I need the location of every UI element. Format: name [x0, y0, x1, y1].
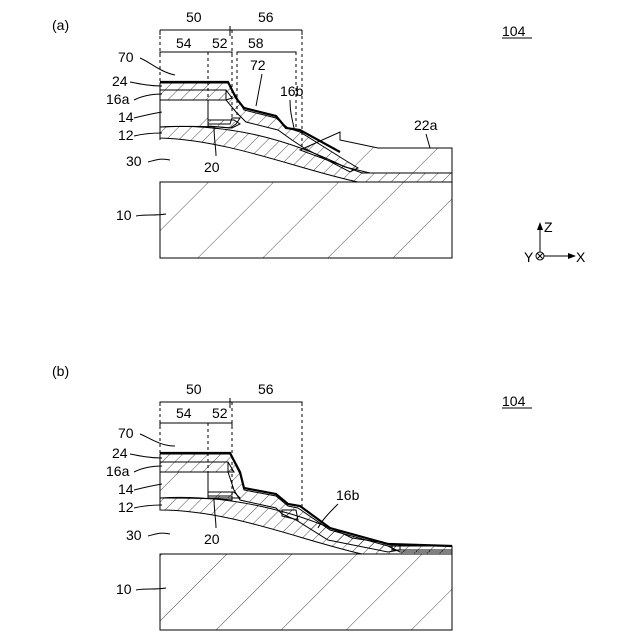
label-16b-b: 16b — [336, 487, 360, 503]
label-20-b: 20 — [204, 531, 220, 547]
substrate-10 — [160, 182, 452, 258]
label-30-b: 30 — [126, 527, 142, 543]
leader-16a — [134, 94, 162, 100]
label-56-b: 56 — [258, 381, 274, 397]
leader-70 — [140, 58, 175, 75]
leader-16a-b — [134, 466, 162, 472]
label-56: 56 — [258, 9, 274, 25]
panel-a-label: (a) — [52, 17, 69, 33]
label-30: 30 — [126, 153, 142, 169]
label-54-b: 54 — [176, 405, 192, 421]
leader-16b — [290, 100, 294, 128]
axis-y-label: Y — [524, 249, 534, 265]
axes-indicator: Z X Y — [524, 219, 586, 265]
layer-16a — [160, 90, 232, 100]
label-16b: 16b — [280, 83, 304, 99]
label-16a-b: 16a — [106, 463, 130, 479]
label-12-b: 12 — [118, 499, 134, 515]
label-72: 72 — [250, 57, 266, 73]
label-24: 24 — [112, 73, 128, 89]
substrate-10-b — [160, 554, 452, 630]
leader-30-b — [148, 533, 170, 536]
layer-top-right-b — [388, 546, 452, 552]
label-12: 12 — [118, 127, 134, 143]
label-50: 50 — [186, 9, 202, 25]
label-20: 20 — [204, 159, 220, 175]
panel-b: (b) 104 50 56 54 52 70 24 16a 14 16b — [52, 363, 532, 630]
axis-x-label: X — [576, 249, 586, 265]
leader-22a — [426, 134, 430, 148]
label-70: 70 — [118, 49, 134, 65]
label-54: 54 — [176, 35, 192, 51]
leader-72 — [256, 74, 262, 106]
layer-16a-b — [160, 462, 234, 472]
label-24-b: 24 — [112, 445, 128, 461]
label-58: 58 — [248, 35, 264, 51]
label-10-b: 10 — [116, 581, 132, 597]
axis-z-label: Z — [544, 219, 553, 235]
label-50-b: 50 — [186, 381, 202, 397]
panel-b-figure-number: 104 — [502, 393, 526, 409]
label-14: 14 — [118, 109, 134, 125]
leader-12-b — [134, 505, 162, 508]
leader-14 — [134, 112, 162, 118]
panel-b-label: (b) — [52, 363, 69, 379]
leader-24-b — [130, 454, 162, 458]
leader-70-b — [140, 434, 175, 446]
label-10: 10 — [116, 207, 132, 223]
leader-14-b — [134, 484, 162, 490]
label-14-b: 14 — [118, 481, 134, 497]
leader-30 — [148, 159, 170, 162]
label-16a: 16a — [106, 91, 130, 107]
label-52: 52 — [212, 35, 228, 51]
label-52-b: 52 — [212, 405, 228, 421]
label-70-b: 70 — [118, 425, 134, 441]
label-22a: 22a — [414, 117, 438, 133]
leader-24 — [130, 82, 162, 86]
panel-a-figure-number: 104 — [502, 23, 526, 39]
panel-a: (a) 104 50 56 54 52 58 70 72 — [52, 9, 586, 265]
dim-54-52-58 — [160, 52, 296, 55]
leader-12 — [134, 133, 162, 136]
dim-54-52-b — [160, 423, 232, 426]
layer-20 — [208, 120, 240, 128]
